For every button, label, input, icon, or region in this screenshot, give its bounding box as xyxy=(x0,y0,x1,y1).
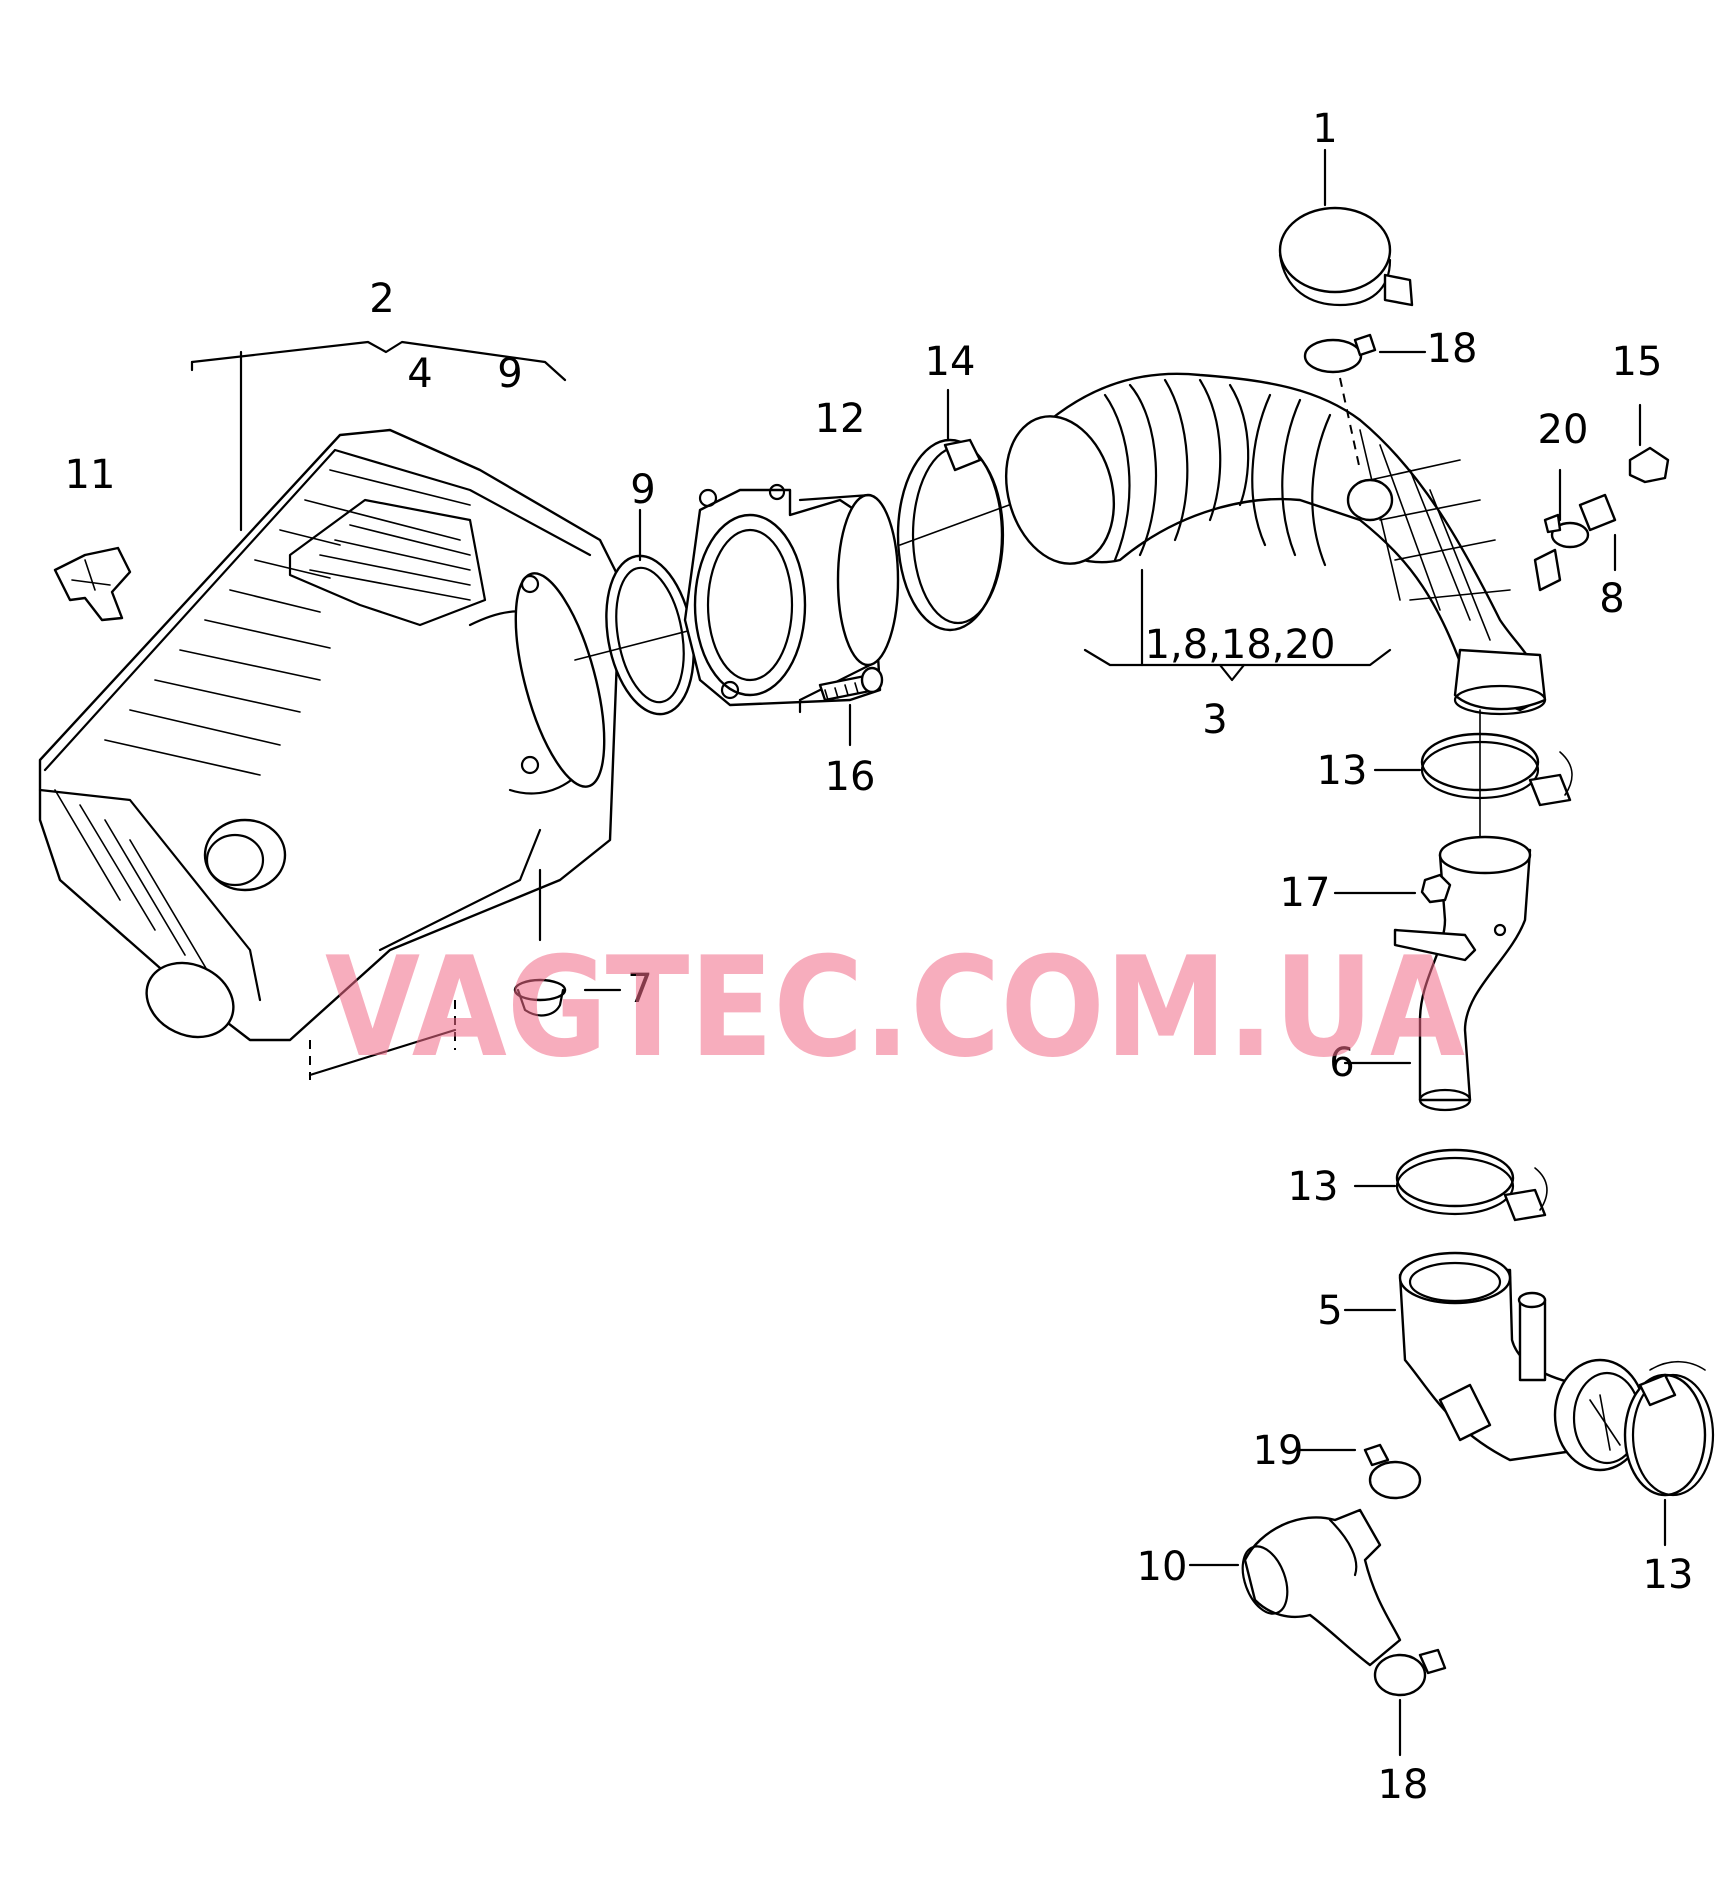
callout-16: 16 xyxy=(825,754,876,800)
callout-18-top: 18 xyxy=(1427,326,1478,372)
callout-labels: 1 2 4 9 11 9 12 14 16 7 1,8,18,20 3 18 1… xyxy=(65,106,1694,1808)
part-10-valve xyxy=(1188,1508,1402,1667)
callout-20: 20 xyxy=(1538,407,1589,453)
part-8-valve xyxy=(1578,493,1617,572)
callout-4: 4 xyxy=(407,351,432,397)
callout-13-middle: 13 xyxy=(1288,1164,1339,1210)
part-6-connecting-pipe xyxy=(1393,835,1532,1112)
part-9-seal-ring xyxy=(574,508,751,716)
part-18-clamp-top xyxy=(1303,333,1427,471)
part-17-nut xyxy=(1333,873,1452,904)
part-3-intake-hose xyxy=(1004,372,1562,716)
callout-3-sub: 1,8,18,20 xyxy=(1145,622,1336,668)
callout-13-lower: 13 xyxy=(1643,1552,1694,1598)
part-2-air-filter-housing xyxy=(38,340,622,1080)
callout-17: 17 xyxy=(1280,870,1331,916)
callout-13-upper: 13 xyxy=(1317,748,1368,794)
callout-1: 1 xyxy=(1312,106,1337,152)
part-5-elbow-connector xyxy=(1343,1251,1647,1472)
callout-9-ring: 9 xyxy=(630,467,655,513)
callout-15: 15 xyxy=(1612,339,1663,385)
callout-14: 14 xyxy=(925,339,976,385)
part-18-clamp-bottom xyxy=(1373,1648,1447,1757)
part-20-clip xyxy=(1543,468,1590,549)
callout-10: 10 xyxy=(1137,1544,1188,1590)
callout-6: 6 xyxy=(1329,1040,1354,1086)
callout-12: 12 xyxy=(815,396,866,442)
callout-2: 2 xyxy=(369,276,394,322)
callout-11: 11 xyxy=(65,452,116,498)
part-11-clip xyxy=(53,546,132,622)
callout-9-top: 9 xyxy=(497,351,522,397)
part-15-cap-nut xyxy=(1628,403,1670,484)
watermark-text: VAGTEC.COM.UA xyxy=(325,927,1465,1088)
part-16-bolt xyxy=(798,666,884,747)
part-13-clamp-upper xyxy=(1373,709,1573,861)
callout-18-bottom: 18 xyxy=(1378,1762,1429,1808)
part-19-clamp xyxy=(1298,1443,1422,1500)
part-1-cap xyxy=(1278,148,1414,307)
callout-7: 7 xyxy=(627,966,652,1012)
part-7-grommet xyxy=(513,978,622,1017)
part-13-clamp-middle xyxy=(1353,1148,1548,1222)
callout-5: 5 xyxy=(1317,1288,1342,1334)
callout-8: 8 xyxy=(1599,576,1624,622)
callout-3: 3 xyxy=(1202,697,1227,743)
part-12-air-mass-meter xyxy=(683,483,900,707)
part-13-clamp-lower xyxy=(1623,1360,1715,1547)
callout-19: 19 xyxy=(1253,1428,1304,1474)
